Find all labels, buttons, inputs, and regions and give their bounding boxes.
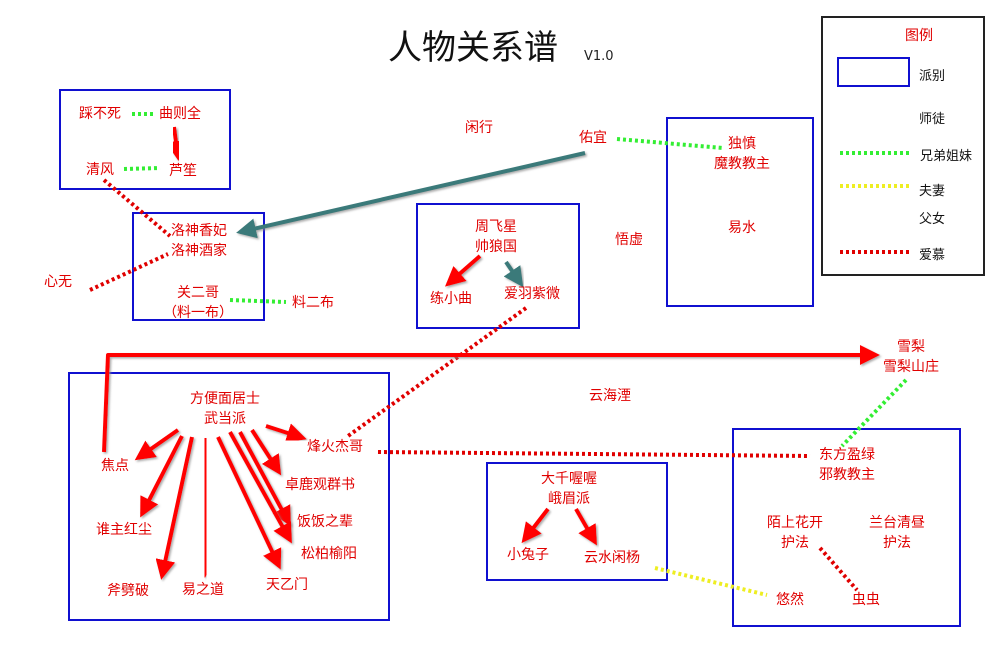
node-caibusi: 踩不死: [79, 106, 121, 122]
faction-box-wudang: [68, 372, 390, 621]
relation-sibling-xueli-dongfang: [840, 378, 908, 448]
node-xiaotuzi: 小兔子: [507, 547, 549, 563]
relation-master-quzequan-lusheng: [165, 126, 186, 161]
node-luoshen: 洛神香妃洛神酒家: [171, 223, 227, 259]
node-tianyimen: 天乙门: [266, 577, 308, 593]
place-wuxu: 悟虚: [615, 232, 643, 248]
node-lantai: 兰台清昼护法: [869, 515, 925, 551]
relation-master-daqian-xiaotuzi: [521, 507, 550, 544]
node-liaoerbu: 料二布: [292, 295, 334, 311]
faction-box-wudang-shimen: [59, 89, 231, 190]
relation-master-fangbian-tianyimen: [216, 436, 282, 570]
version-label: V1.0: [584, 49, 614, 64]
node-xinwu: 心无: [44, 274, 72, 290]
node-songbai: 松柏榆阳: [301, 546, 357, 562]
legend-label-sibling: 兄弟姐妹: [919, 149, 973, 164]
legend-faction-swatch: [837, 57, 910, 87]
relation-sibling-youyi-dushen: [616, 137, 724, 150]
node-fenghuo: 烽火杰哥: [307, 439, 363, 455]
relation-master-fangbian-zhuolu: [250, 428, 282, 476]
node-daqian: 大千喔喔峨眉派: [541, 471, 597, 507]
faction-box-shuailangguo: [416, 203, 580, 329]
faction-box-mojiao: [666, 117, 814, 307]
faction-box-emei: [486, 462, 668, 581]
node-youran: 悠然: [776, 592, 804, 608]
node-dongfang: 东方盈绿邪教教主: [819, 447, 875, 483]
diagram-title: 人物关系谱: [388, 28, 558, 68]
node-zhoufeixing: 周飞星帅狼国: [475, 219, 517, 255]
relation-love-qingfeng-luoshen: [102, 178, 172, 238]
relation-master-fangbian-yizhidao: [195, 437, 216, 578]
node-lusheng: 芦笙: [169, 163, 197, 179]
node-fupipo: 斧劈破: [107, 583, 149, 599]
relation-love-moshang-chongchong: [818, 546, 859, 592]
relation-love-fenghuo-dongfang: [377, 450, 811, 458]
place-yunhaiyan: 云海湮: [589, 388, 631, 404]
relation-master-fangbian-shuizhu: [140, 435, 184, 518]
relation-master-daqian-yunshui: [574, 508, 597, 546]
node-guanerge: 关二哥（料一布）: [163, 285, 233, 321]
relation-master-fangbian-songbai: [228, 431, 292, 544]
node-qingfeng: 清风: [86, 162, 114, 178]
node-yizhidao: 易之道: [182, 582, 224, 598]
node-chongchong: 虫虫: [852, 592, 880, 608]
legend-title: 图例: [905, 28, 933, 44]
node-youyi: 佑宜: [579, 130, 607, 146]
relation-master-jiaodian-xueli: [102, 345, 880, 453]
legend-label-love: 爱慕: [918, 248, 946, 263]
relation-sibling-guanerge-liaoerbu: [229, 298, 287, 304]
node-xueli: 雪梨雪梨山庄: [883, 339, 939, 375]
relation-master-fangbian-fupipo: [155, 436, 194, 580]
node-yunshui: 云水闲杨: [584, 550, 640, 566]
relation-love-aiyuziwei-fenghuo: [346, 306, 528, 438]
node-dushen: 独慎魔教教主: [714, 136, 770, 172]
relation-love-xinwu-luoshen: [89, 252, 169, 292]
node-fangbian: 方便面居士武当派: [190, 391, 260, 427]
faction-box-xiejiao: [732, 428, 961, 627]
relation-spouse-yunshui-youran: [654, 566, 768, 597]
node-aiyuziwei: 爱羽紫微: [504, 286, 560, 302]
relation-parent-zhoufeixing-aiyuziwei: [503, 260, 524, 288]
faction-box-luoshen: [132, 212, 265, 321]
legend-box: [821, 16, 985, 276]
relation-master-fangbian-fanfan: [238, 431, 291, 527]
legend-label-parent: 父女: [918, 212, 946, 227]
relation-parent-youyi-luoshen: [236, 151, 586, 239]
relation-master-fangbian-jiaodian: [134, 428, 180, 461]
legend-label-spouse: 夫妻: [918, 184, 946, 199]
node-shuizhu: 谁主红尘: [96, 522, 152, 538]
node-jiaodian: 焦点: [101, 458, 129, 474]
node-fanfan: 饭饭之辈: [297, 514, 353, 530]
legend-label-master: 师徒: [918, 112, 946, 127]
node-zhuolu: 卓鹿观群书: [285, 477, 355, 493]
relation-sibling-qingfeng-lusheng: [123, 166, 161, 171]
node-lianxiaoqu: 练小曲: [430, 291, 472, 307]
node-moshang: 陌上花开护法: [767, 515, 823, 551]
place-xianxing: 闲行: [465, 120, 493, 136]
node-yishui: 易水: [728, 220, 756, 236]
legend-label-faction: 派别: [918, 69, 946, 84]
node-quzequan: 曲则全: [159, 106, 201, 122]
relation-master-zhoufeixing-lianxiaoqu: [444, 254, 482, 287]
relation-master-fangbian-fenghuo: [265, 423, 307, 443]
